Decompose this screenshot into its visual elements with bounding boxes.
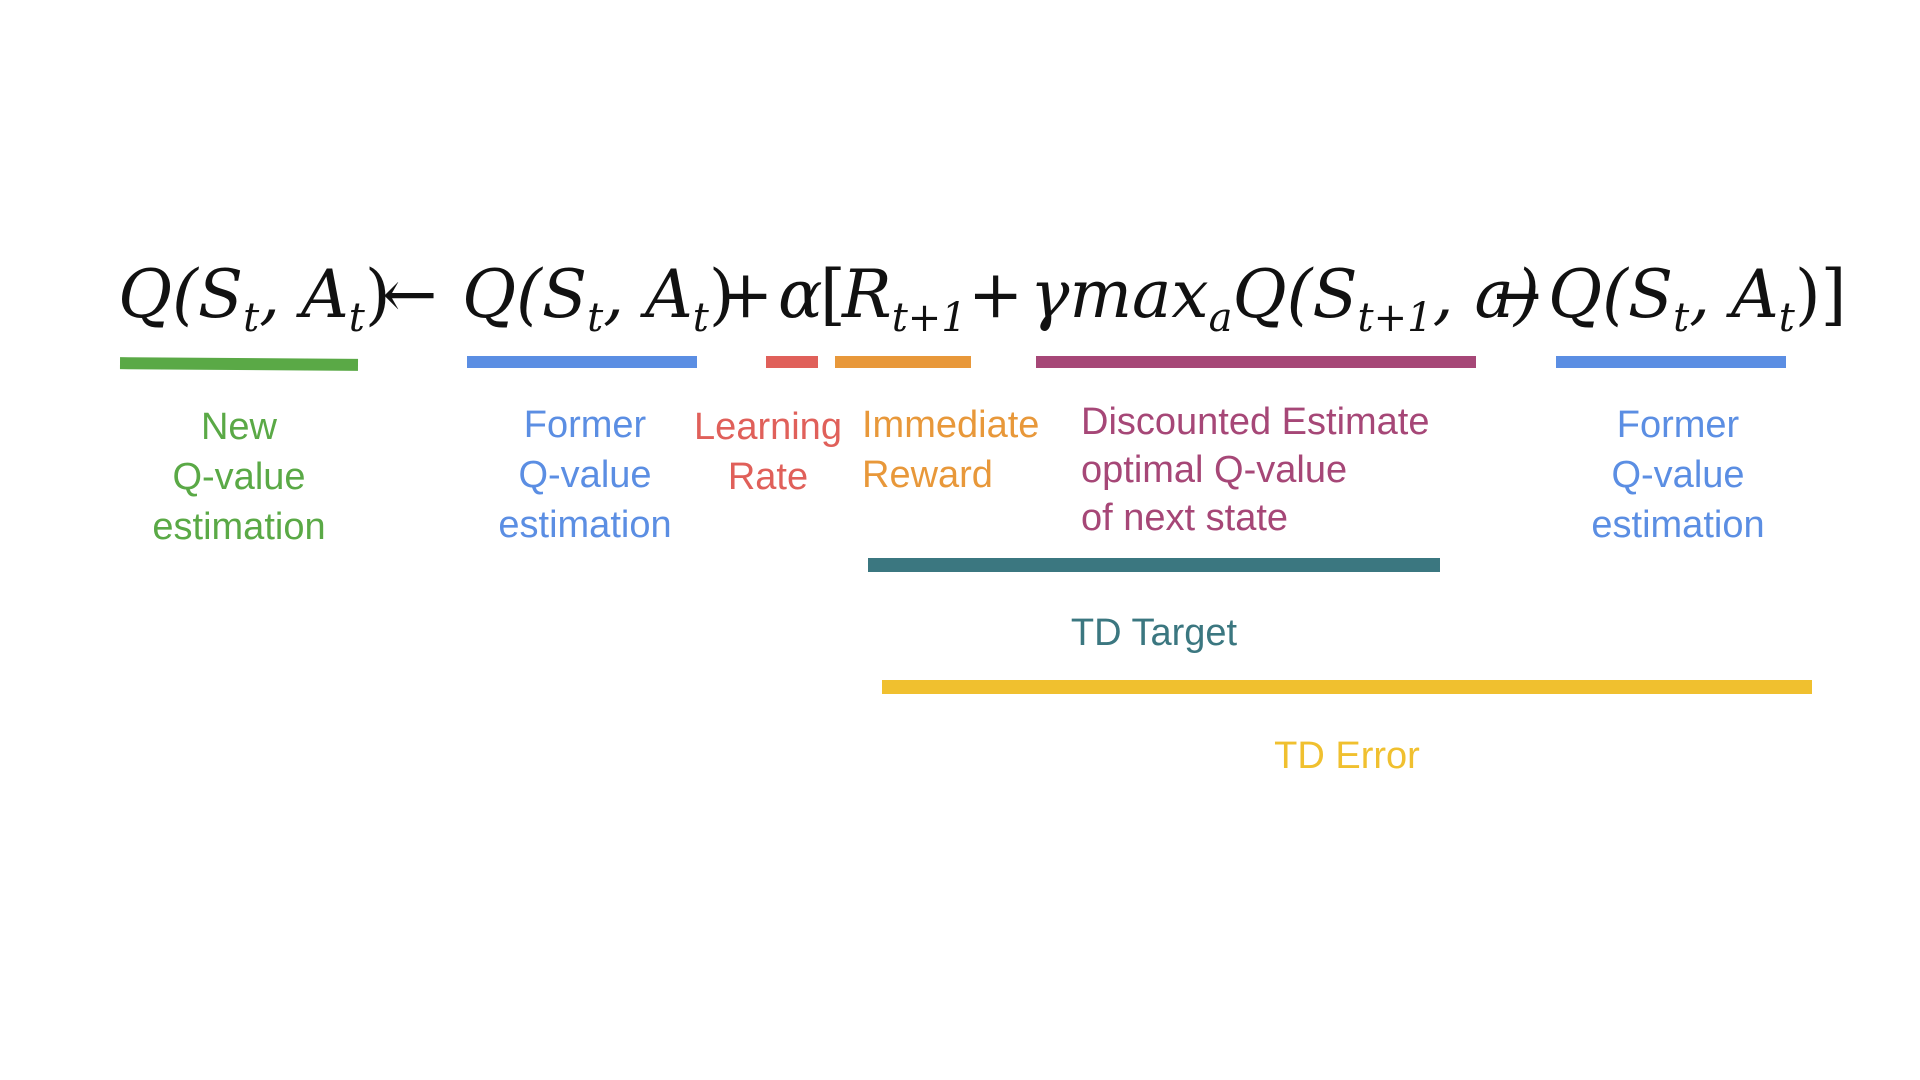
new-q-underline xyxy=(119,357,359,371)
equation-former-q-2: Q(St, At)] xyxy=(1548,256,1847,341)
new-q-label: New Q-value estimation xyxy=(152,406,326,548)
discounted-label: Discounted Estimate optimal Q-value of n… xyxy=(1081,401,1430,539)
former-q-label: Former Q-value estimation xyxy=(498,404,672,546)
equation-discounted-max: γmaxaQ(St+1, a) xyxy=(1030,256,1540,341)
equation-open-bracket: [ xyxy=(820,256,846,333)
equation-minus: − xyxy=(1490,256,1546,333)
reward-underline xyxy=(835,356,971,368)
equation-plus: + xyxy=(718,256,774,333)
learning-rate-underline xyxy=(766,356,818,368)
former-q-2-label: Former Q-value estimation xyxy=(1591,404,1765,546)
td-error-label: TD Error xyxy=(1274,735,1420,777)
equation-plus-2: + xyxy=(968,256,1024,333)
learning-rate-label: Learning Rate xyxy=(694,406,842,498)
reward-label: Immediate Reward xyxy=(862,404,1040,496)
td-target-label: TD Target xyxy=(1070,612,1238,654)
former-q-underline xyxy=(467,356,697,368)
former-q-2-underline xyxy=(1556,356,1786,368)
equation-alpha: α xyxy=(778,256,823,333)
equation-reward: Rt+1 xyxy=(842,256,967,341)
equation-arrow: ← xyxy=(382,256,438,333)
td-error-bar xyxy=(882,680,1812,694)
discounted-underline xyxy=(1036,356,1476,368)
equation-lhs-new-q: Q(St, At) xyxy=(118,256,391,341)
td-target-bar xyxy=(868,558,1440,572)
equation-former-q: Q(St, At) xyxy=(462,256,735,341)
